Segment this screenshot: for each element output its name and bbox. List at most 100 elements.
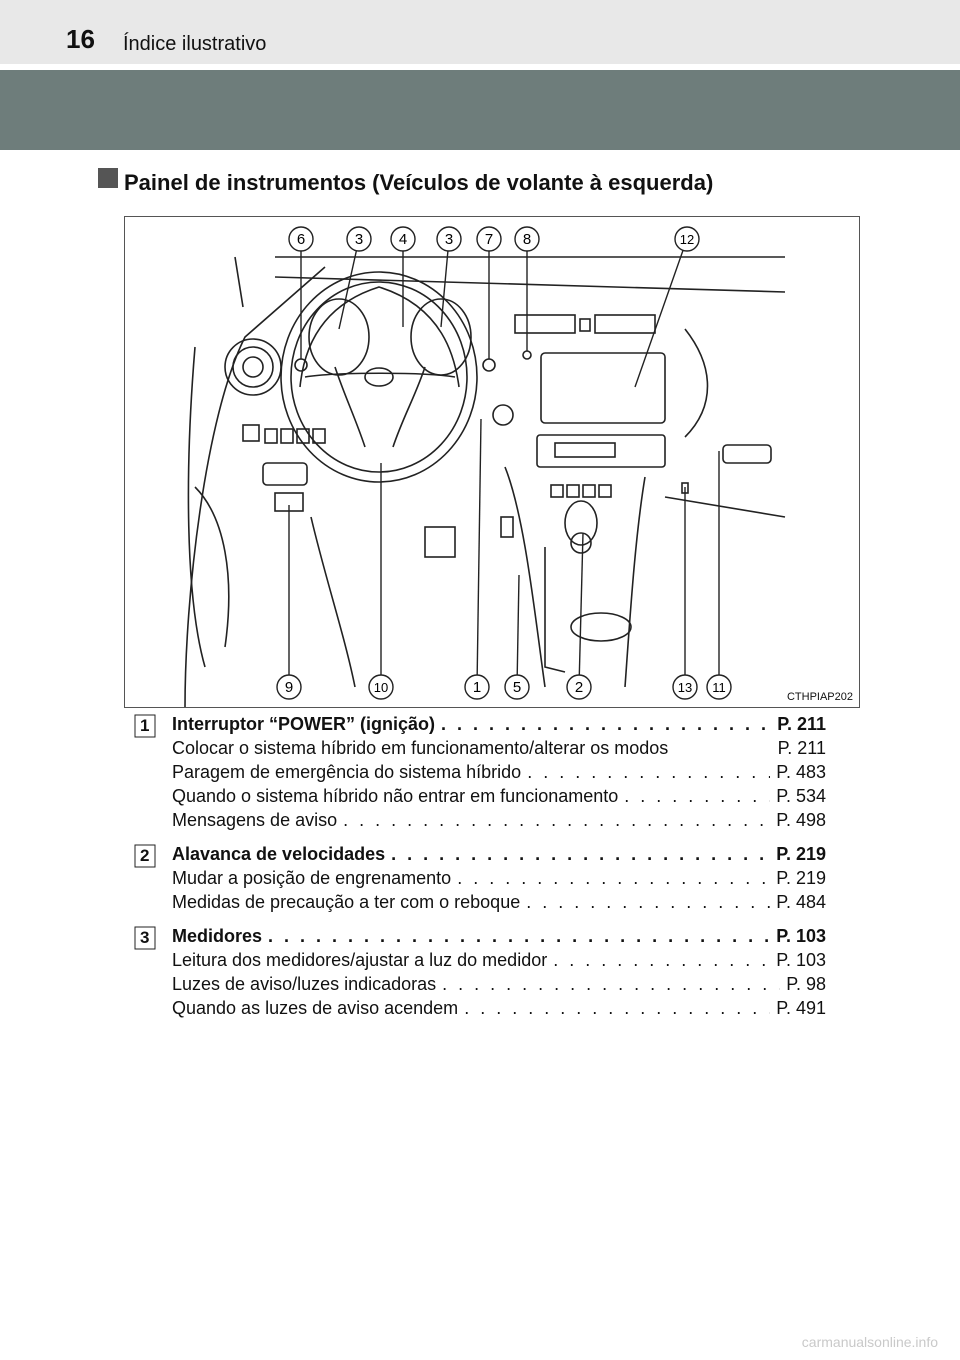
header-band (0, 70, 960, 150)
entry-subitem[interactable]: Mudar a posição de engrenamento P. 219 (172, 866, 826, 890)
callout-6: 6 (288, 226, 314, 252)
callout-11: 11 (706, 674, 732, 700)
entry-number: 3 (140, 928, 150, 947)
subitem-page: P. 103 (776, 950, 826, 970)
callout-12: 12 (674, 226, 700, 252)
entry-number: 1 (140, 716, 150, 735)
entry-number-badge: 1 (134, 714, 158, 738)
svg-text:5: 5 (513, 679, 521, 696)
entry-number: 2 (140, 846, 150, 865)
subitem-text: Mudar a posição de engrenamento (172, 868, 452, 888)
entry-heading[interactable]: Interruptor “POWER” (ignição) P. 211 (172, 712, 826, 736)
callout-13: 13 (672, 674, 698, 700)
dot-leader (624, 784, 770, 808)
svg-text:3: 3 (355, 231, 363, 248)
page-number: 16 (66, 24, 95, 54)
dot-leader (457, 866, 770, 890)
entry-subitem[interactable]: Mensagens de aviso P. 498 (172, 808, 826, 832)
entry-heading[interactable]: Medidores P. 103 (172, 924, 826, 948)
entry-subitem[interactable]: Quando o sistema híbrido não entrar em f… (172, 784, 826, 808)
svg-text:4: 4 (399, 231, 407, 248)
entry-number-badge: 3 (134, 926, 158, 950)
svg-text:10: 10 (374, 680, 388, 695)
entry-page: P. 103 (776, 926, 826, 946)
callout-9: 9 (276, 674, 302, 700)
dot-leader (442, 972, 780, 996)
entry-subitem[interactable]: Colocar o sistema híbrido em funcionamen… (172, 736, 826, 760)
callout-10: 10 (368, 674, 394, 700)
dot-leader (527, 760, 770, 784)
svg-text:1: 1 (473, 679, 481, 696)
subitem-text: Luzes de aviso/luzes indicadoras (172, 974, 437, 994)
subitem-page: P. 534 (776, 786, 826, 806)
dashboard-drawing: 6 3 4 3 7 8 12 9 10 1 5 2 13 11 (184, 226, 786, 707)
entry-page: P. 219 (776, 844, 826, 864)
svg-text:2: 2 (575, 679, 583, 696)
entry-subitem[interactable]: Luzes de aviso/luzes indicadoras P. 98 (172, 972, 826, 996)
subitem-page: P. 483 (776, 762, 826, 782)
svg-text:12: 12 (680, 232, 694, 247)
dot-leader (464, 996, 770, 1020)
subitem-text: Colocar o sistema híbrido em funcionamen… (172, 738, 669, 758)
watermark: carmanualsonline.info (801, 1334, 938, 1350)
svg-text:8: 8 (523, 231, 531, 248)
callout-5: 5 (504, 674, 530, 700)
subitem-page: P. 211 (777, 738, 826, 758)
leader-line (578, 532, 584, 688)
leader-line (476, 418, 482, 688)
callout-7: 7 (476, 226, 502, 252)
page-header-bar: 16 Índice ilustrativo (0, 0, 960, 64)
entry-number-badge: 2 (134, 844, 158, 868)
dashboard-illustration: 6 3 4 3 7 8 12 9 10 1 5 2 13 11 CTHPIAP202 (124, 216, 860, 708)
section-bullet-icon (98, 168, 118, 188)
entry-page: P. 211 (777, 714, 826, 734)
entry-title: Medidores (172, 926, 263, 946)
subitem-text: Quando o sistema híbrido não entrar em f… (172, 786, 619, 806)
dot-leader (268, 924, 770, 948)
page-header-title: Índice ilustrativo (123, 33, 267, 55)
subitem-page: P. 484 (776, 892, 826, 912)
svg-text:3: 3 (445, 231, 453, 248)
subitem-page: P. 498 (776, 810, 826, 830)
entry-subitem[interactable]: Paragem de emergência do sistema híbrido… (172, 760, 826, 784)
svg-text:7: 7 (485, 231, 493, 248)
svg-text:9: 9 (285, 679, 293, 696)
callout-4: 4 (390, 226, 416, 252)
entry-title: Alavanca de velocidades (172, 844, 386, 864)
dot-leader (441, 712, 771, 736)
dot-leader (553, 948, 770, 972)
dot-leader (343, 808, 770, 832)
leader-line (516, 574, 520, 688)
entry-subitem[interactable]: Quando as luzes de aviso acendem P. 491 (172, 996, 826, 1020)
dot-leader (391, 842, 770, 866)
subitem-text: Paragem de emergência do sistema híbrido (172, 762, 522, 782)
svg-text:13: 13 (678, 680, 692, 695)
subitem-page: P. 491 (776, 998, 826, 1018)
dot-leader (526, 890, 770, 914)
figure-code: CTHPIAP202 (786, 691, 853, 703)
svg-text:11: 11 (712, 680, 726, 695)
subitem-text: Quando as luzes de aviso acendem (172, 998, 459, 1018)
subitem-page: P. 219 (776, 868, 826, 888)
callout-2: 2 (566, 674, 592, 700)
entry-subitem[interactable]: Leitura dos medidores/ajustar a luz do m… (172, 948, 826, 972)
leader-line (338, 238, 360, 330)
callout-1: 1 (464, 674, 490, 700)
leader-line (440, 238, 450, 328)
subitem-page: P. 98 (786, 974, 826, 994)
subitem-text: Leitura dos medidores/ajustar a luz do m… (172, 950, 548, 970)
callout-3: 3 (346, 226, 372, 252)
subitem-text: Medidas de precaução a ter com o reboque (172, 892, 521, 912)
leader-line (634, 238, 688, 388)
entry-title: Interruptor “POWER” (ignição) (172, 714, 435, 734)
section-title: Painel de instrumentos (Veículos de vola… (124, 170, 714, 195)
entry-subitem[interactable]: Medidas de precaução a ter com o reboque… (172, 890, 826, 914)
subitem-text: Mensagens de aviso (172, 810, 338, 830)
svg-text:6: 6 (297, 231, 305, 248)
callout-3: 3 (436, 226, 462, 252)
entry-heading[interactable]: Alavanca de velocidades P. 219 (172, 842, 826, 866)
